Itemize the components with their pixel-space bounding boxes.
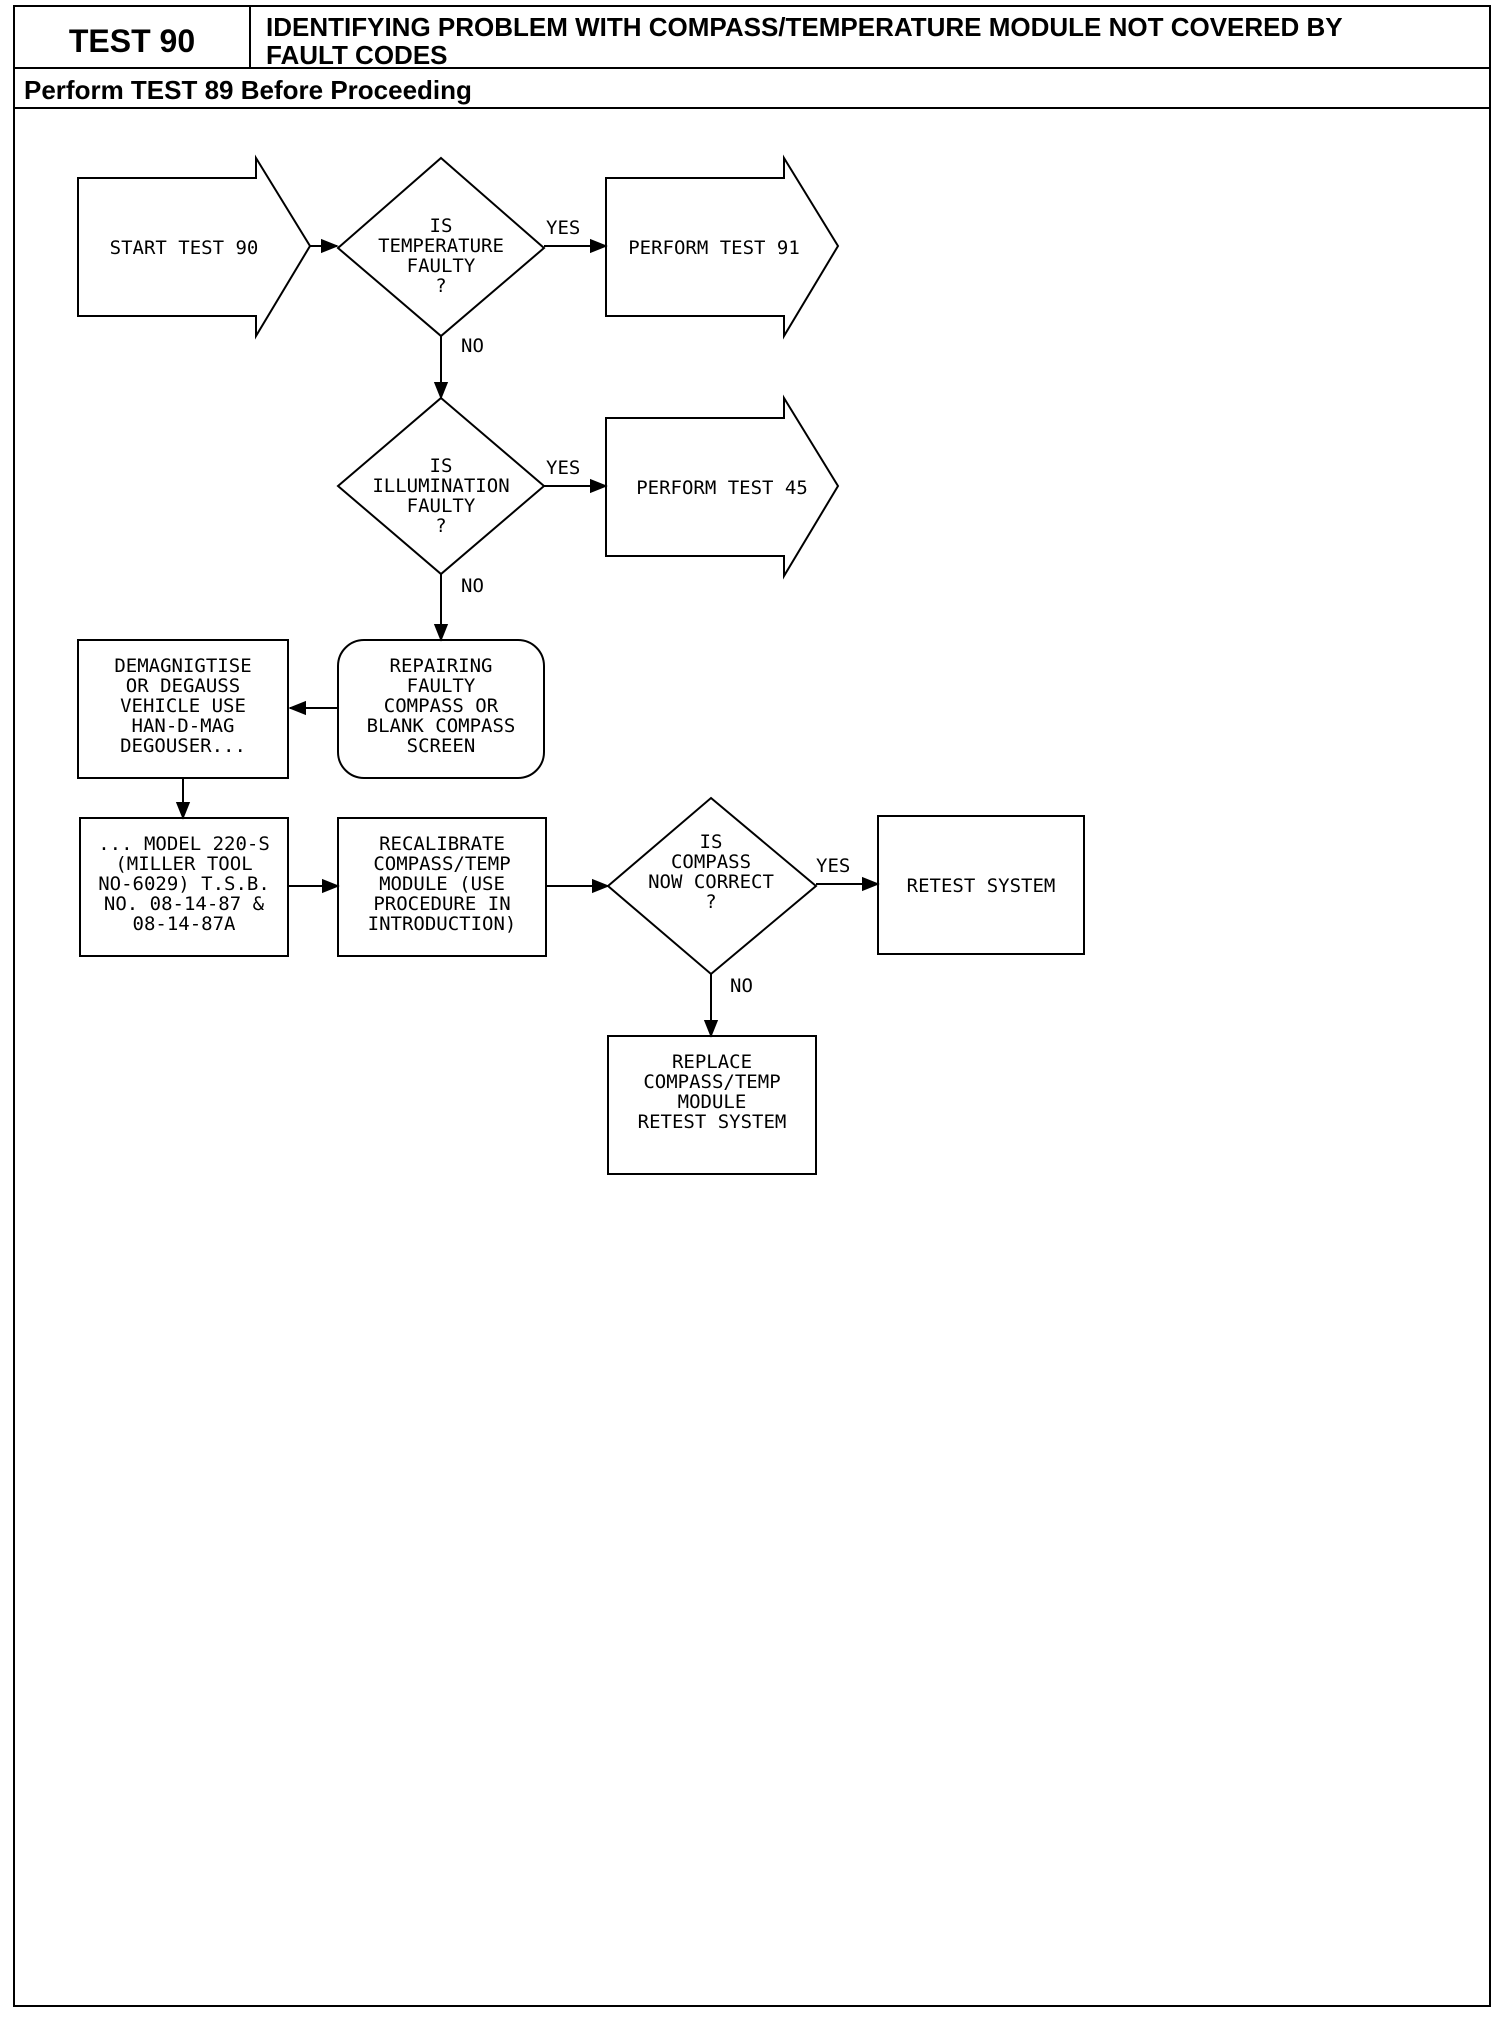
repair-line: BLANK COMPASS — [367, 715, 516, 737]
page-border — [13, 5, 1491, 2007]
d1-line: IS — [430, 215, 453, 237]
d2-line: ? — [435, 515, 446, 537]
replace-line: COMPASS/TEMP — [643, 1071, 780, 1093]
d2-yes: YES — [546, 457, 580, 479]
perform-45-arrow — [605, 394, 840, 580]
retest-box — [877, 815, 1085, 955]
perform-45-label: PERFORM TEST 45 — [636, 477, 808, 499]
d2-no: NO — [461, 575, 484, 597]
d3-line: IS — [700, 831, 723, 853]
d1-line: FAULTY — [407, 255, 476, 277]
demag-line: DEGOUSER... — [120, 735, 246, 757]
d1-no: NO — [461, 335, 484, 357]
model-line: ... MODEL 220-S — [98, 833, 270, 855]
replace-box — [607, 1035, 817, 1175]
model-line: 08-14-87A — [133, 913, 237, 935]
d3-line: COMPASS — [671, 851, 751, 873]
recal-line: INTRODUCTION) — [368, 913, 517, 935]
start-label: START TEST 90 — [110, 237, 259, 259]
repair-line: FAULTY — [407, 675, 476, 697]
d1-line: TEMPERATURE — [378, 235, 504, 257]
demag-line: DEMAGNIGTISE — [114, 655, 251, 677]
replace-line: MODULE — [678, 1091, 747, 1113]
retest-label: RETEST SYSTEM — [907, 875, 1056, 897]
model-line: NO-6029) T.S.B. — [98, 873, 270, 895]
perform-91-label: PERFORM TEST 91 — [628, 237, 800, 259]
demag-line: HAN-D-MAG — [132, 715, 235, 737]
d1-yes: YES — [546, 217, 580, 239]
recal-line: COMPASS/TEMP — [373, 853, 510, 875]
d3-line: ? — [705, 891, 716, 913]
replace-line: REPLACE — [672, 1051, 752, 1073]
recal-line: MODULE (USE — [379, 873, 505, 895]
d2-line: ILLUMINATION — [372, 475, 509, 497]
demag-line: VEHICLE USE — [120, 695, 246, 717]
recal-line: PROCEDURE IN — [373, 893, 510, 915]
d3-no: NO — [730, 975, 753, 997]
recal-line: RECALIBRATE — [379, 833, 505, 855]
repair-line: REPAIRING — [390, 655, 493, 677]
title-line1: IDENTIFYING PROBLEM WITH COMPASS/TEMPERA… — [266, 12, 1343, 42]
repair-line: COMPASS OR — [384, 695, 499, 717]
test-label: TEST 90 — [69, 23, 195, 59]
d2-line: IS — [430, 455, 453, 477]
d3-line: NOW CORRECT — [648, 871, 774, 893]
model-line: NO. 08-14-87 & — [104, 893, 265, 915]
title-line2: FAULT CODES — [266, 40, 448, 70]
perform-91-arrow — [605, 154, 840, 340]
d3-yes: YES — [816, 855, 850, 877]
subtitle: Perform TEST 89 Before Proceeding — [24, 75, 472, 105]
model-line: (MILLER TOOL — [115, 853, 252, 875]
demag-line: OR DEGAUSS — [126, 675, 240, 697]
start-arrow — [77, 154, 312, 340]
d2-line: FAULTY — [407, 495, 476, 517]
replace-line: RETEST SYSTEM — [638, 1111, 787, 1133]
d1-line: ? — [435, 275, 446, 297]
repair-line: SCREEN — [407, 735, 476, 757]
